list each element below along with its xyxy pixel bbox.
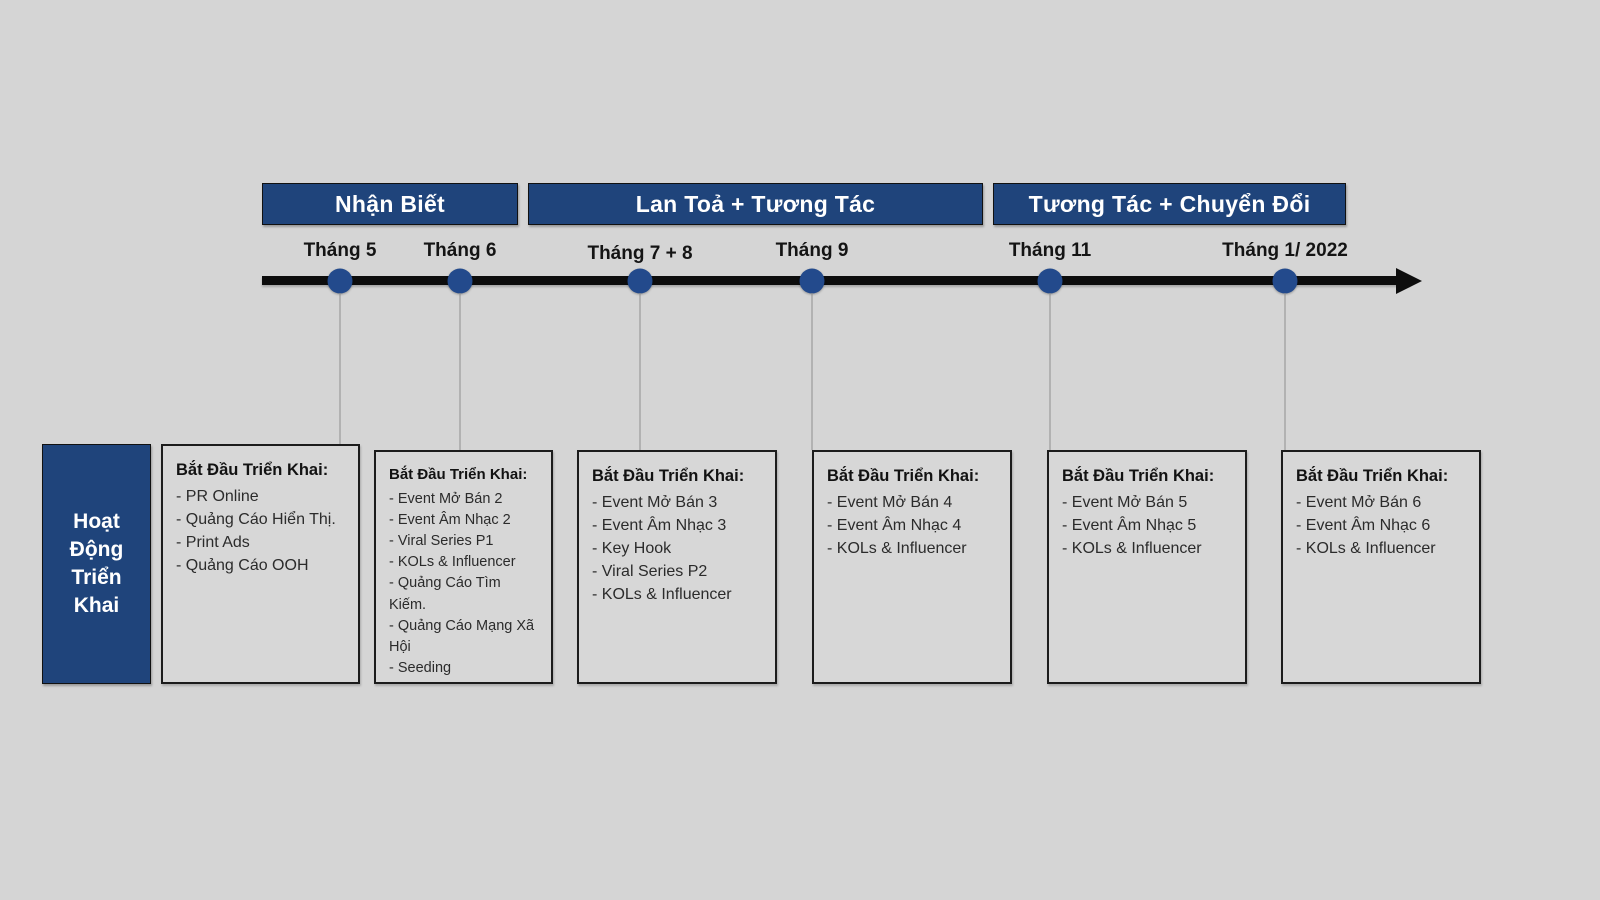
activity-box-6: Bắt Đầu Triển Khai: - Event Mở Bán 6 - Eve… xyxy=(1281,450,1481,684)
milestone-dot-4 xyxy=(799,268,825,294)
activity-box-item: - Quảng Cáo Hiển Thị. xyxy=(176,510,336,528)
activity-label-line-2: Động xyxy=(69,538,124,562)
phase-bar-1: Nhận Biết xyxy=(262,183,518,225)
activity-box-item: - Event Mở Bán 4 xyxy=(827,493,953,511)
activity-box-item: - Event Mở Bán 2 xyxy=(389,490,503,507)
activity-box-title: Bắt Đầu Triển Khai: xyxy=(592,467,745,485)
activity-box-2: Bắt Đầu Triển Khai: - Event Mở Bán 2 - Eve… xyxy=(374,450,553,684)
activity-box-item: - Seeding xyxy=(389,660,452,676)
activity-box-item: - Quảng Cáo Mạng Xã Hội xyxy=(389,617,539,655)
activity-box-item: - KOLs & Influencer xyxy=(827,539,967,557)
milestone-dot-3 xyxy=(627,268,653,294)
month-label-5: Tháng 11 xyxy=(1008,240,1092,261)
activity-box-item: - Event Âm Nhạc 3 xyxy=(592,516,727,534)
month-label-1: Tháng 5 xyxy=(303,240,377,261)
activity-box-title: Bắt Đầu Triển Khai: xyxy=(827,467,980,485)
activity-box-item: - KOLs & Influencer xyxy=(592,585,732,603)
activity-box-item: - Event Mở Bán 6 xyxy=(1296,493,1422,511)
milestone-dot-6 xyxy=(1272,268,1298,294)
activity-box-item: - PR Online xyxy=(176,487,259,505)
activity-label-line-1: Hoạt xyxy=(73,510,120,534)
activity-box-item: - Event Mở Bán 3 xyxy=(592,493,718,511)
activity-box-title: Bắt Đầu Triển Khai: xyxy=(176,461,329,479)
activity-box-3: Bắt Đầu Triển Khai: - Event Mở Bán 3 - Eve… xyxy=(577,450,777,684)
activity-box-item: - Key Hook xyxy=(592,539,672,557)
activity-box-title: Bắt Đầu Triển Khai: xyxy=(389,466,528,483)
activity-box-item: - Event Mở Bán 5 xyxy=(1062,493,1188,511)
activity-label-line-3: Triển xyxy=(71,566,122,589)
milestone-connector-6 xyxy=(1284,293,1286,450)
activity-box-item: - Print Ads xyxy=(176,533,250,551)
milestone-connector-3 xyxy=(639,293,641,450)
activity-box-item: - Viral Series P1 xyxy=(389,533,494,550)
activity-box-item: - KOLs & Influencer xyxy=(1296,539,1436,557)
milestone-dot-5 xyxy=(1037,268,1063,294)
activity-box-item: - Viral Series P2 xyxy=(592,562,708,580)
activity-box-title: Bắt Đầu Triển Khai: xyxy=(1062,467,1215,485)
activity-box-1: Bắt Đầu Triển Khai: - PR Online - Quảng Cá… xyxy=(161,444,360,684)
milestone-dot-1 xyxy=(327,268,353,294)
activity-box-item: - Event Âm Nhạc 6 xyxy=(1296,516,1431,534)
activity-box-title: Bắt Đầu Triển Khai: xyxy=(1296,467,1449,485)
month-label-3: Tháng 7 + 8 xyxy=(587,243,693,264)
milestone-connector-4 xyxy=(811,293,813,450)
activity-box-4: Bắt Đầu Triển Khai: - Event Mở Bán 4 - Eve… xyxy=(812,450,1012,684)
month-label-6: Tháng 1/ 2022 xyxy=(1222,240,1348,261)
activity-box-item: - Event Âm Nhạc 5 xyxy=(1062,516,1197,534)
activity-box-item: - KOLs & Influencer xyxy=(389,554,516,571)
activity-box-item: - Quảng Cáo Tìm Kiếm. xyxy=(389,575,505,613)
activity-box-5: Bắt Đầu Triển Khai: - Event Mở Bán 5 - Eve… xyxy=(1047,450,1247,684)
month-label-4: Tháng 9 xyxy=(775,240,849,261)
milestone-dot-2 xyxy=(447,268,473,294)
timeline-arrow-icon xyxy=(1396,268,1422,294)
milestone-connector-5 xyxy=(1049,293,1051,450)
activity-box-item: - Event Âm Nhạc 2 xyxy=(389,511,511,528)
activity-box-item: - Event Âm Nhạc 4 xyxy=(827,516,962,534)
phase-bar-2: Lan Toả + Tương Tác xyxy=(528,183,983,225)
phase-bar-3: Tương Tác + Chuyển Đổi xyxy=(993,183,1346,225)
timeline-axis-line xyxy=(262,276,1410,285)
month-label-2: Tháng 6 xyxy=(423,240,497,261)
milestone-connector-1 xyxy=(339,293,341,450)
activity-label-line-4: Khai xyxy=(73,593,120,617)
activity-box-item: - KOLs & Influencer xyxy=(1062,539,1202,557)
milestone-connector-2 xyxy=(459,293,461,450)
activity-box-item: - Quảng Cáo OOH xyxy=(176,556,309,574)
